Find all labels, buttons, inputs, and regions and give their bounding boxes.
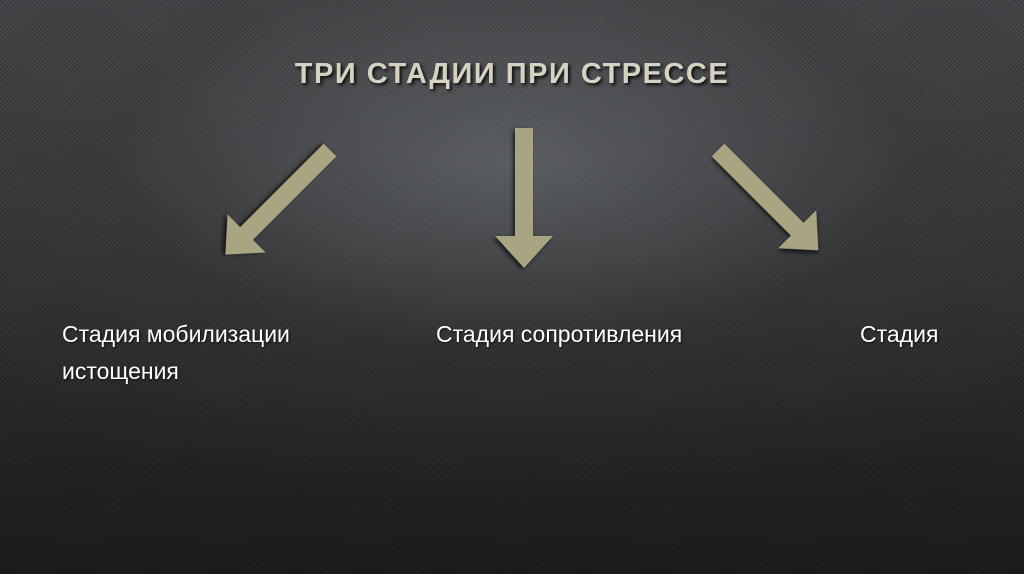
slide-title: ТРИ СТАДИИ ПРИ СТРЕССЕ <box>294 58 730 90</box>
stage-label-mobilization: Стадия мобилизации истощения <box>62 316 290 390</box>
stage-label-mobilization-line1: Стадия мобилизации <box>62 321 290 347</box>
stage-label-exhaustion-line2: истощения <box>62 358 179 384</box>
arrow-down-right-icon <box>711 143 819 251</box>
arrow-down-left-icon <box>225 143 337 255</box>
arrow-down-icon <box>495 128 553 268</box>
stage-label-resistance: Стадия сопротивления <box>436 321 683 347</box>
stage-label-third: Стадия <box>860 321 939 347</box>
